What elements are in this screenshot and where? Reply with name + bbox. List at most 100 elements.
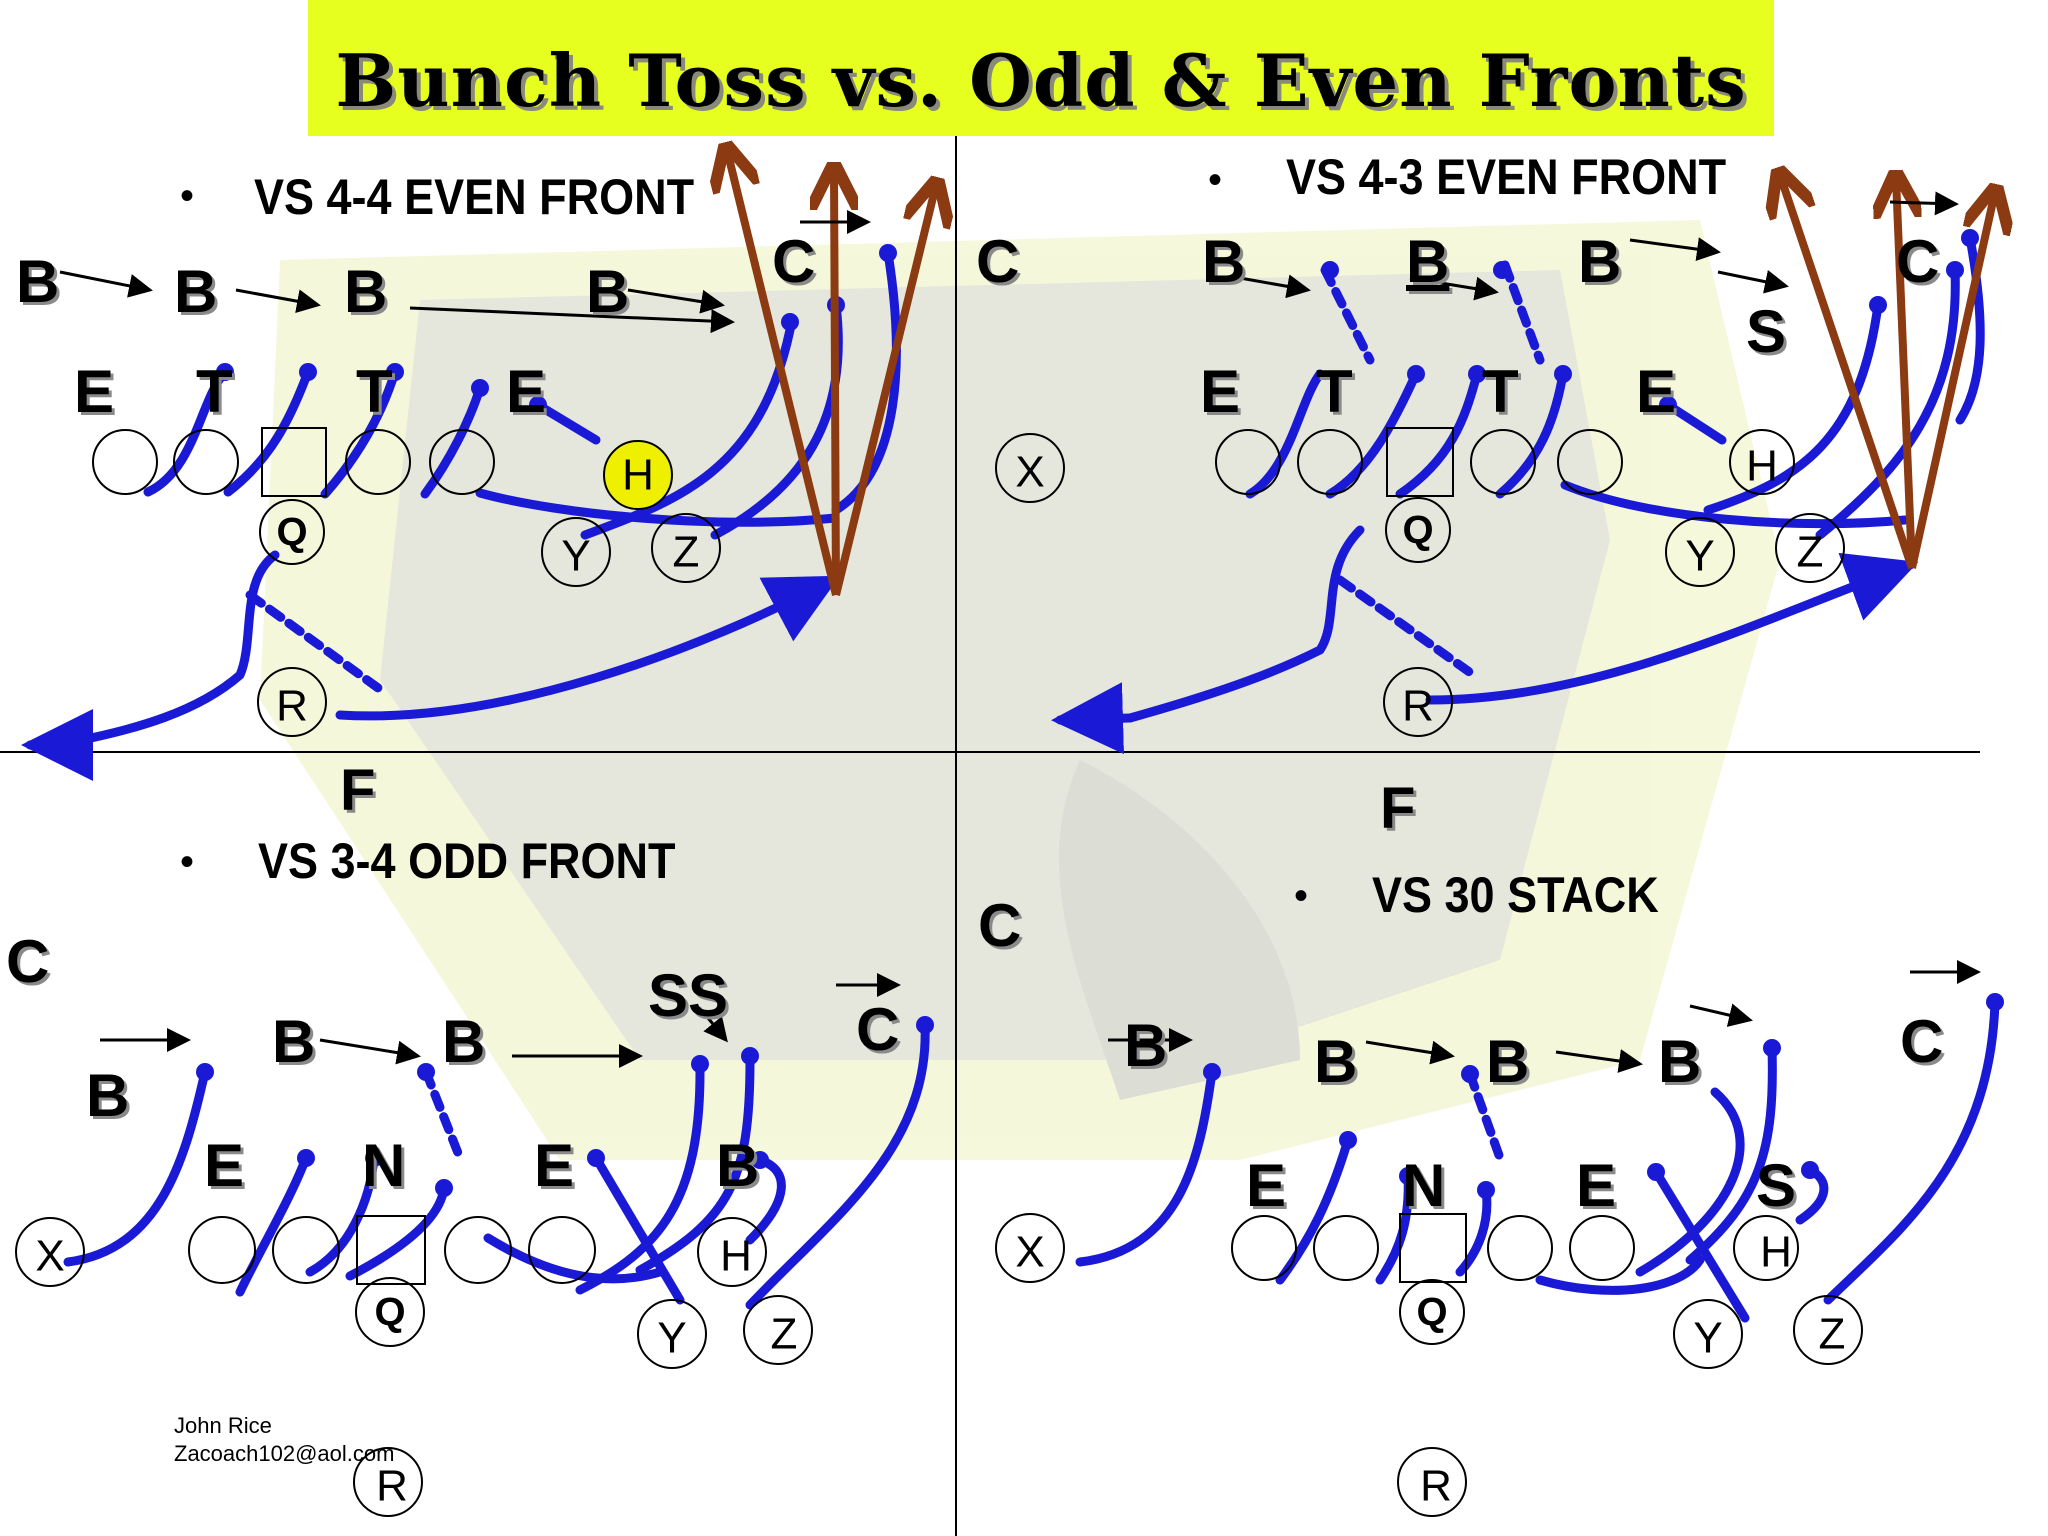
player-q	[355, 1277, 425, 1347]
route-br-8	[1685, 1043, 1777, 1265]
player-x-label: X	[35, 1232, 64, 1281]
defender-label: E	[74, 358, 115, 425]
player-h	[1733, 1215, 1799, 1281]
player-h	[697, 1217, 767, 1287]
player-r	[257, 667, 327, 737]
player-x-label: X	[1015, 1228, 1044, 1277]
route-br-9	[1823, 997, 2000, 1305]
defender-label: C	[1900, 1008, 1944, 1075]
route-tr-block-1	[1320, 265, 1375, 365]
route-tl-5	[475, 488, 840, 527]
defender-label: B	[1578, 228, 1622, 295]
defender-label: E	[1246, 1152, 1287, 1219]
player-z-label: Z	[1797, 528, 1824, 577]
route-tl-2	[223, 367, 313, 497]
defender-label: B	[1658, 1028, 1702, 1095]
player-r-label: R	[276, 682, 308, 731]
author-name: John Rice	[174, 1413, 272, 1438]
title-banner: Bunch Toss vs. Odd & Even Fronts	[308, 0, 1774, 136]
defender-label: C	[772, 228, 816, 295]
player-letters: Q H Y Z R X Q H Y Z R X Q H Y Z R X Q H …	[35, 442, 1845, 1511]
author-credit: John Rice Zacoach102@aol.com	[174, 1412, 394, 1467]
route-tr-10	[1125, 525, 1365, 723]
route-tr-12	[1051, 682, 1135, 755]
defender-label: B	[1486, 1028, 1530, 1095]
player-q-label: Q	[1402, 508, 1433, 552]
route-tr-6	[1663, 400, 1727, 445]
defender-label: B	[1406, 228, 1450, 295]
defender-label: S	[1756, 1152, 1797, 1219]
route-bl-10	[745, 1155, 786, 1245]
player-y	[1665, 517, 1735, 587]
defender-label: B	[174, 258, 218, 325]
route-tl-10	[50, 550, 280, 750]
motion-arrows	[59, 191, 1981, 1073]
player-z	[651, 513, 721, 583]
defender-label: S	[1746, 298, 1787, 365]
route-br-4	[1455, 1185, 1492, 1277]
defender-label: E	[534, 1132, 575, 1199]
defender-label: B	[716, 1132, 760, 1199]
heading-vs-4-3: VS 4-3 EVEN FRONT	[1286, 149, 1727, 205]
defender-label: E	[1636, 358, 1677, 425]
blue-routes	[21, 233, 2000, 1323]
player-r	[1397, 1447, 1467, 1517]
route-tl-block-1	[245, 590, 390, 698]
player-q-label: Q	[1416, 1290, 1447, 1334]
defender-label: T	[356, 358, 393, 425]
route-tr-7	[1703, 300, 1883, 515]
player-q-label: Q	[374, 1290, 405, 1334]
player-z	[1793, 1295, 1863, 1365]
route-tr-8	[1815, 265, 1960, 540]
defender-label: E	[506, 358, 547, 425]
offensive-line-markers	[92, 427, 1635, 1285]
bullet-icon: •	[180, 174, 195, 218]
defender-label: E	[1200, 358, 1241, 425]
defender-label: T	[1316, 358, 1353, 425]
heading-vs-4-4: VS 4-4 EVEN FRONT	[254, 169, 695, 225]
route-tr-4	[1495, 369, 1568, 499]
player-q	[259, 499, 325, 565]
defender-label: B	[586, 258, 630, 325]
player-y	[637, 1299, 707, 1369]
route-tl-11	[335, 575, 840, 721]
player-x	[995, 1213, 1065, 1283]
route-tr-2	[1325, 369, 1421, 499]
player-y-label: Y	[1685, 532, 1714, 581]
route-bl-2	[235, 1153, 311, 1297]
player-r-label: R	[1402, 682, 1434, 731]
bullet-icon: •	[1294, 874, 1309, 918]
route-bl-9	[745, 1020, 930, 1310]
page-title: Bunch Toss vs. Odd & Even Fronts	[335, 38, 1747, 123]
route-tr-5	[1560, 480, 1910, 529]
player-z	[743, 1295, 813, 1365]
route-tl-6	[533, 400, 601, 445]
route-tl-7	[580, 325, 795, 540]
player-x	[15, 1217, 85, 1287]
defender-label: F	[340, 758, 376, 823]
defender-label: C	[978, 892, 1022, 959]
defender-pursuit-arrows	[727, 150, 1995, 596]
player-q	[1385, 497, 1451, 563]
player-y-label: Y	[561, 532, 590, 581]
player-r	[353, 1447, 423, 1517]
player-h-label: H	[720, 1232, 752, 1281]
player-r	[1383, 667, 1453, 737]
defender-label: C	[1896, 228, 1940, 295]
player-q	[1399, 1279, 1465, 1345]
route-bl-1	[63, 1067, 210, 1267]
defender-label: N	[362, 1132, 406, 1199]
defender-label: E	[204, 1132, 245, 1199]
route-bl-5	[483, 1233, 665, 1284]
player-h-label: H	[1760, 1228, 1792, 1277]
defender-label: SS	[648, 962, 729, 1029]
route-br-block-1	[1465, 1069, 1505, 1163]
defender-label: T	[196, 358, 233, 425]
defender-label: B	[272, 1008, 316, 1075]
defender-label: F	[1380, 776, 1416, 841]
route-bl-block-1	[421, 1067, 465, 1163]
bullet-icon: •	[180, 840, 195, 884]
defender-label: B	[1202, 228, 1246, 295]
route-tl-1	[143, 367, 230, 497]
player-r-label: R	[1420, 1462, 1452, 1511]
